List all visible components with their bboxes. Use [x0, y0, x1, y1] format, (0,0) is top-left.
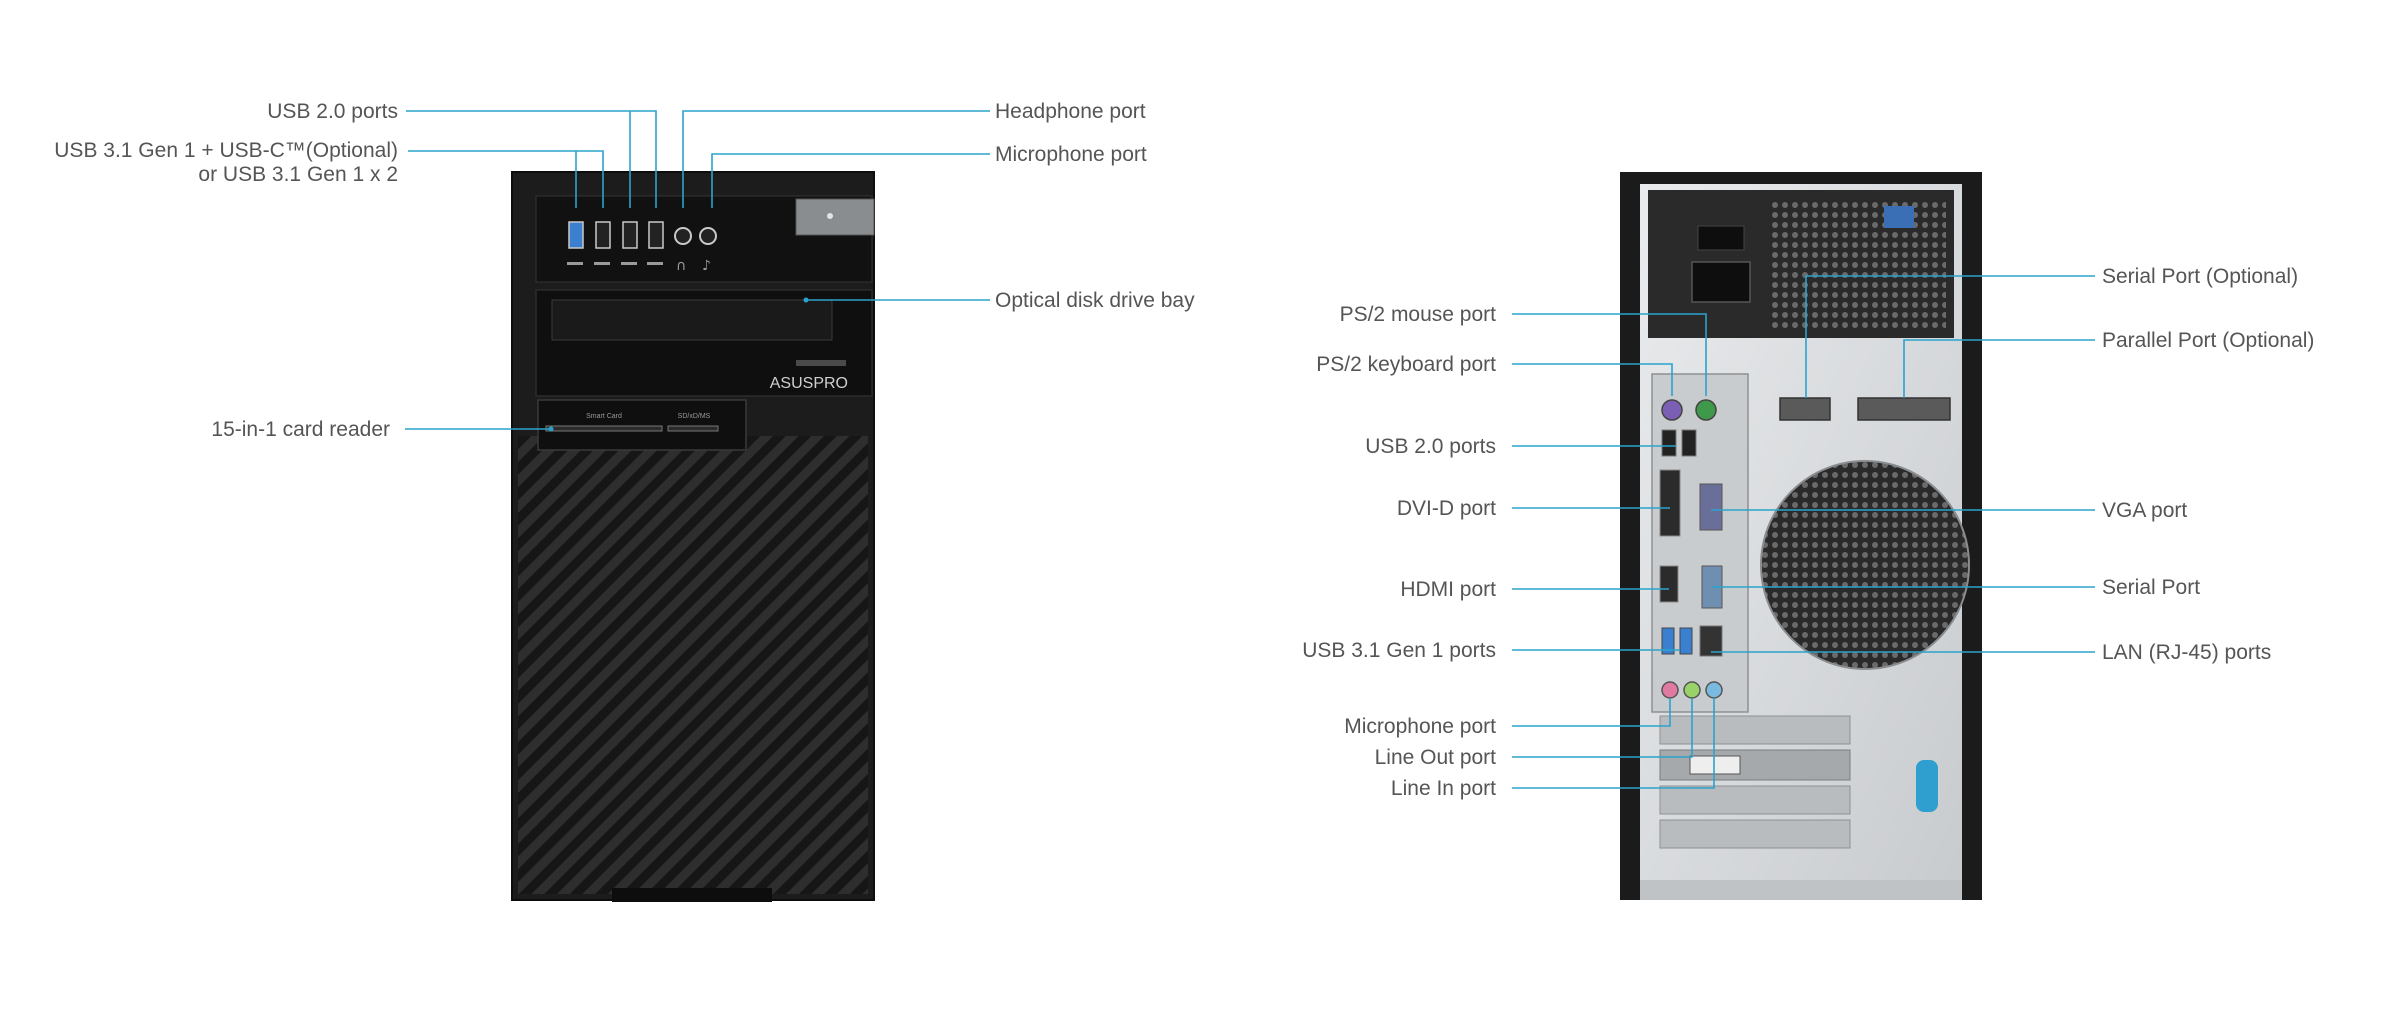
label-rear-serial: Serial Port	[2102, 576, 2200, 599]
rear-leader-lines	[1512, 275, 2095, 789]
rear-side-latch[interactable]	[1916, 760, 1938, 812]
rear-usb20-port-1[interactable]	[1661, 429, 1677, 457]
psu-voltage-sticker	[1884, 206, 1914, 228]
microphone-icon: ♪	[702, 258, 711, 274]
rear-foot	[1640, 880, 1962, 900]
rear-line-in-jack[interactable]	[1705, 681, 1723, 699]
dot-front-card-reader	[548, 426, 554, 432]
rear-hdmi-port[interactable]	[1659, 565, 1679, 603]
rear-serial-optional-port[interactable]	[1779, 397, 1831, 421]
label-rear-parallel-optional: Parallel Port (Optional)	[2102, 329, 2314, 352]
rear-usb31-port-1[interactable]	[1661, 627, 1675, 655]
expansion-card	[1659, 749, 1851, 781]
leader-front-headphone	[682, 110, 990, 208]
power-led	[827, 213, 833, 219]
front-leader-lines	[405, 110, 990, 432]
leader-rear-serial-optional	[1805, 275, 2095, 398]
leader-front-usb31	[408, 150, 604, 208]
front-usb20-port-2[interactable]	[648, 221, 664, 249]
smart-card-slot-text: Smart Card	[586, 413, 622, 420]
psu-power-socket[interactable]	[1691, 261, 1751, 303]
psu-vent	[1770, 198, 1946, 332]
rear-microphone-jack[interactable]	[1661, 681, 1679, 699]
label-front-optical: Optical disk drive bay	[995, 289, 1195, 312]
label-front-headphone: Headphone port	[995, 100, 1146, 123]
rear-lan-port[interactable]	[1699, 625, 1723, 657]
rear-io-shield	[1651, 373, 1749, 713]
usb-symbol-icon	[567, 262, 663, 265]
rear-ps2-keyboard-port[interactable]	[1661, 399, 1683, 421]
label-front-usb31-line2: or USB 3.1 Gen 1 x 2	[198, 163, 398, 186]
expansion-dvi-port[interactable]	[1689, 755, 1741, 775]
rear-line-out-jack[interactable]	[1683, 681, 1701, 699]
smart-card-slot[interactable]	[545, 425, 663, 432]
expansion-slot-1	[1659, 715, 1851, 745]
leader-front-usb20	[406, 110, 657, 208]
front-tower: ∩ ♪ ASUSPRO Smart Card SD/xD/MS	[511, 171, 875, 902]
label-rear-hdmi: HDMI port	[1400, 578, 1496, 601]
rear-parallel-optional-port[interactable]	[1857, 397, 1951, 421]
label-rear-usb20: USB 2.0 ports	[1365, 435, 1496, 458]
leader-rear-microphone	[1512, 698, 1671, 727]
sd-slot-text: SD/xD/MS	[678, 413, 711, 420]
leader-rear-ps2-keyboard	[1512, 363, 1673, 396]
label-rear-vga: VGA port	[2102, 499, 2187, 522]
label-rear-ps2-keyboard: PS/2 keyboard port	[1316, 353, 1496, 376]
label-front-usb31-line1: USB 3.1 Gen 1 + USB-C™(Optional)	[54, 139, 398, 162]
label-rear-lan: LAN (RJ-45) ports	[2102, 641, 2271, 664]
rear-labels: PS/2 mouse port PS/2 keyboard port USB 2…	[1302, 265, 2314, 800]
leader-rear-ps2-mouse	[1512, 313, 1707, 396]
dot-front-optical	[803, 297, 809, 303]
sd-card-slot[interactable]	[667, 425, 719, 432]
headphone-icon: ∩	[676, 258, 686, 274]
rear-usb31-port-2[interactable]	[1679, 627, 1693, 655]
psu-power-switch[interactable]	[1697, 225, 1745, 251]
expansion-slot-2	[1659, 785, 1851, 815]
front-grille	[518, 436, 868, 894]
rear-dvid-port[interactable]	[1659, 469, 1681, 537]
label-front-card-reader: 15-in-1 card reader	[211, 418, 390, 441]
label-rear-line-in: Line In port	[1391, 777, 1496, 800]
label-rear-line-out: Line Out port	[1375, 746, 1497, 769]
front-foot	[612, 888, 772, 902]
power-button[interactable]	[795, 198, 875, 236]
front-microphone-jack[interactable]	[699, 227, 717, 245]
brand-logo: ASUSPRO	[770, 375, 848, 392]
eject-button[interactable]	[796, 360, 846, 366]
rear-usb20-port-2[interactable]	[1681, 429, 1697, 457]
front-headphone-jack[interactable]	[674, 227, 692, 245]
rear-tower	[1620, 172, 1982, 900]
label-rear-dvid: DVI-D port	[1397, 497, 1496, 520]
label-rear-serial-optional: Serial Port (Optional)	[2102, 265, 2298, 288]
label-rear-ps2-mouse: PS/2 mouse port	[1340, 303, 1497, 326]
label-rear-microphone: Microphone port	[1344, 715, 1496, 738]
front-usb20-port-1[interactable]	[622, 221, 638, 249]
expansion-slot-3	[1659, 819, 1851, 849]
front-labels: USB 2.0 ports USB 3.1 Gen 1 + USB-C™(Opt…	[54, 100, 1195, 441]
leader-rear-parallel-optional	[1903, 339, 2095, 398]
rear-ps2-mouse-port[interactable]	[1695, 399, 1717, 421]
label-front-usb20: USB 2.0 ports	[267, 100, 398, 123]
leader-front-microphone	[711, 153, 990, 208]
label-front-microphone: Microphone port	[995, 143, 1147, 166]
card-reader-bay[interactable]	[537, 399, 747, 451]
rear-fan-grille	[1760, 460, 1970, 670]
label-rear-usb31: USB 3.1 Gen 1 ports	[1302, 639, 1496, 662]
leader-rear-line-in	[1512, 698, 1715, 789]
leader-rear-line-out	[1512, 698, 1693, 758]
front-usb31-port-2[interactable]	[595, 221, 611, 249]
front-usb31-port-1[interactable]	[568, 221, 584, 249]
optical-drive-tray[interactable]	[551, 299, 833, 341]
rear-vga-port[interactable]	[1699, 483, 1723, 531]
